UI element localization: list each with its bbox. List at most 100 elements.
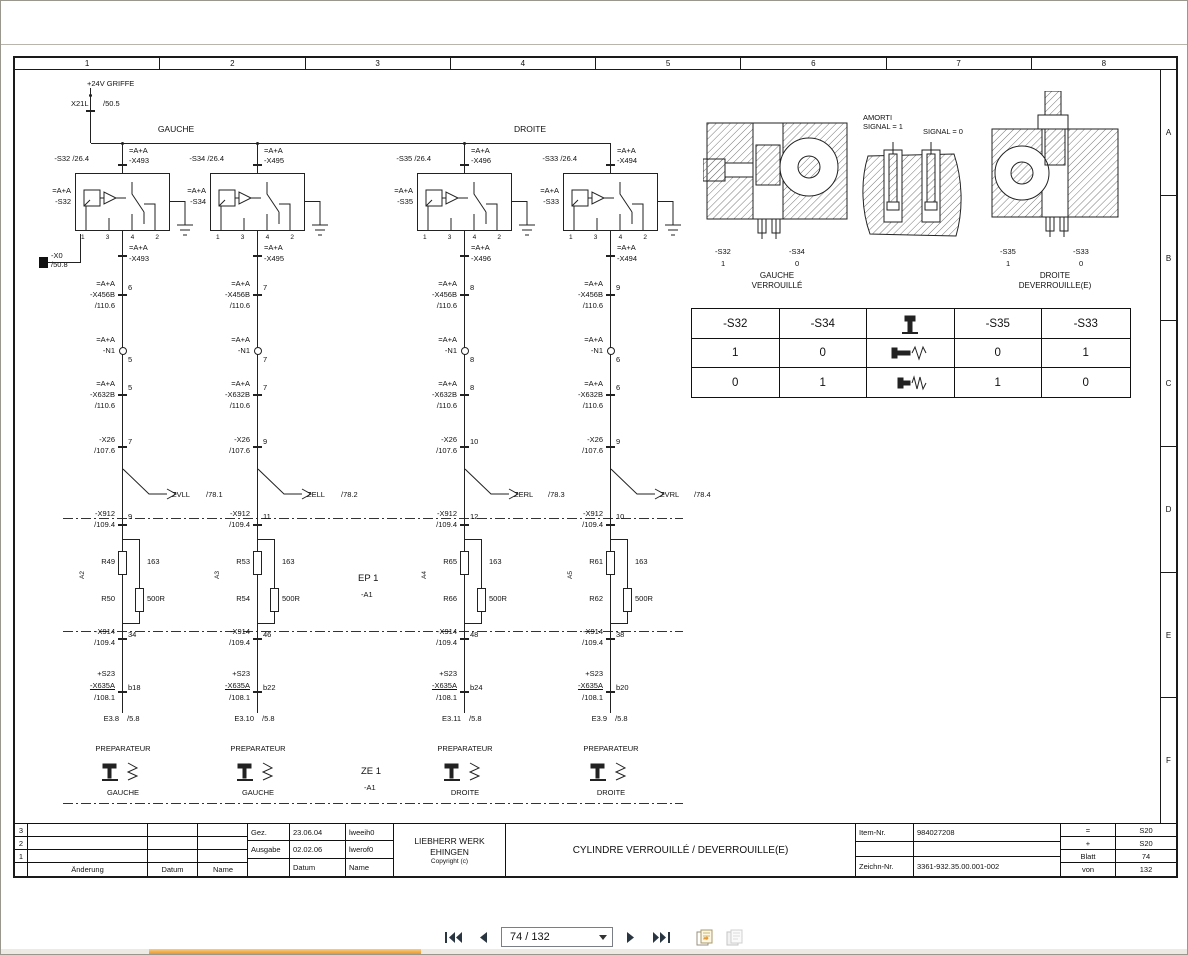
viewer-toolbar: 74 / 132 xyxy=(1,923,1187,951)
sheet-number: 74 xyxy=(1116,850,1176,863)
wire xyxy=(658,201,673,202)
wire xyxy=(611,623,628,624)
pin-icon xyxy=(867,309,955,339)
signal-label: ZVLL xyxy=(172,490,190,499)
col-label: 5 xyxy=(596,58,742,69)
cross-reference: -S35 /26.4 xyxy=(396,154,431,163)
device-label: +S23 xyxy=(232,669,250,678)
side-label: DROITE xyxy=(596,788,626,797)
wire xyxy=(170,201,185,202)
pin-number: b22 xyxy=(263,683,276,692)
tick xyxy=(118,294,127,296)
pin-extended-icon xyxy=(867,339,955,368)
tag-label: =A+A xyxy=(394,186,413,195)
device-label: +S23 xyxy=(585,669,603,678)
proximity-switch-symbol xyxy=(83,182,156,230)
pin-number: 38 xyxy=(616,630,625,639)
connector-label: -X493 xyxy=(129,156,150,165)
pin-number: 5 xyxy=(128,383,133,392)
tick xyxy=(606,255,615,257)
mech-caption: VERROUILLÉ xyxy=(751,281,803,290)
valve-symbol xyxy=(102,762,139,781)
module-ze1-label: ZE 1 xyxy=(361,766,382,777)
tick xyxy=(118,638,127,640)
scrollbar-thumb[interactable] xyxy=(149,949,421,954)
wire xyxy=(258,623,275,624)
connector-label: -X26 xyxy=(234,435,250,444)
last-page-button[interactable] xyxy=(649,926,673,948)
signal-ref: /78.4 xyxy=(694,490,711,499)
horizontal-scrollbar[interactable] xyxy=(1,949,1187,954)
module-boundary xyxy=(63,803,683,804)
table-header: -S35 xyxy=(954,309,1042,339)
node-circle xyxy=(119,347,127,355)
connector-label: -X494 xyxy=(617,254,638,263)
zeichn-number: 3361-932.35.00.001-002 xyxy=(917,862,1000,871)
pin-number: 9 xyxy=(616,437,621,446)
page-select[interactable]: 74 / 132 xyxy=(501,927,613,947)
connector-label: -X635A xyxy=(577,681,603,690)
first-page-button[interactable] xyxy=(441,926,465,948)
pin-number: b18 xyxy=(128,683,141,692)
item-number: 984027208 xyxy=(914,824,1061,842)
tag-label: =A+A xyxy=(52,186,71,195)
pin-number: 8 xyxy=(470,283,475,292)
rev-num: 1 xyxy=(15,850,28,863)
schematic-sheet: 1 2 3 4 5 6 7 8 A B C D E F +24V GRIFFE … xyxy=(13,56,1178,878)
sensor-label: -S35 xyxy=(1000,247,1016,256)
resistor-tag: A3 xyxy=(214,571,221,579)
annotation: SIGNAL = 1 xyxy=(863,122,903,131)
col-label: 2 xyxy=(160,58,306,69)
rev-col-label: Änderung xyxy=(28,863,148,876)
page-export-disabled-button xyxy=(723,926,747,948)
tick xyxy=(118,394,127,396)
col-label: 6 xyxy=(741,58,887,69)
tick xyxy=(606,638,615,640)
tag-label: =A+A xyxy=(438,379,457,388)
signal-arrow xyxy=(123,468,178,500)
page-export-button[interactable] xyxy=(693,926,717,948)
column-ruler: 1 2 3 4 5 6 7 8 xyxy=(15,58,1176,70)
signal-arrow xyxy=(611,468,666,500)
wire xyxy=(465,539,482,540)
signal-arrow xyxy=(258,468,313,500)
switch-box xyxy=(210,173,305,231)
sheet-ref: /109.4 xyxy=(229,520,250,529)
wire xyxy=(274,539,275,624)
pin-number: 8 xyxy=(470,355,475,364)
dropdown-caret-icon[interactable] xyxy=(599,934,607,940)
device-label: -N1 xyxy=(590,346,603,355)
node-circle xyxy=(461,347,469,355)
tag-label: =A+A xyxy=(584,279,603,288)
tag-label: =A+A xyxy=(617,243,636,252)
tag-label: =A+A xyxy=(471,243,490,252)
signal-label: ZVRL xyxy=(660,490,680,499)
tick xyxy=(606,524,615,526)
wire xyxy=(627,539,628,624)
sheet-ref: /107.6 xyxy=(582,446,603,455)
page-indicator: 74 / 132 xyxy=(510,931,550,943)
mech-caption: GAUCHE xyxy=(759,271,795,280)
pin-number: 7 xyxy=(263,355,268,364)
next-page-button[interactable] xyxy=(619,926,643,948)
wire xyxy=(90,88,91,143)
tag-label: =A+A xyxy=(96,279,115,288)
wire xyxy=(139,539,140,624)
revision-table: 3 2 1 Änderung Datum Name xyxy=(15,824,248,876)
pin-number: 8 xyxy=(470,383,475,392)
connector-label: -X495 xyxy=(264,156,285,165)
module-ze1-tag: -A1 xyxy=(364,783,376,792)
tick xyxy=(118,524,127,526)
group-label-left: GAUCHE xyxy=(157,124,195,134)
row-ruler: A B C D E F xyxy=(1160,70,1176,823)
module-boundary xyxy=(63,631,683,632)
element-ref: E3.9 xyxy=(591,714,607,723)
tick xyxy=(606,394,615,396)
pin-number: 7 xyxy=(128,437,133,446)
tick xyxy=(253,691,262,693)
previous-page-button[interactable] xyxy=(471,926,495,948)
tick xyxy=(253,446,262,448)
